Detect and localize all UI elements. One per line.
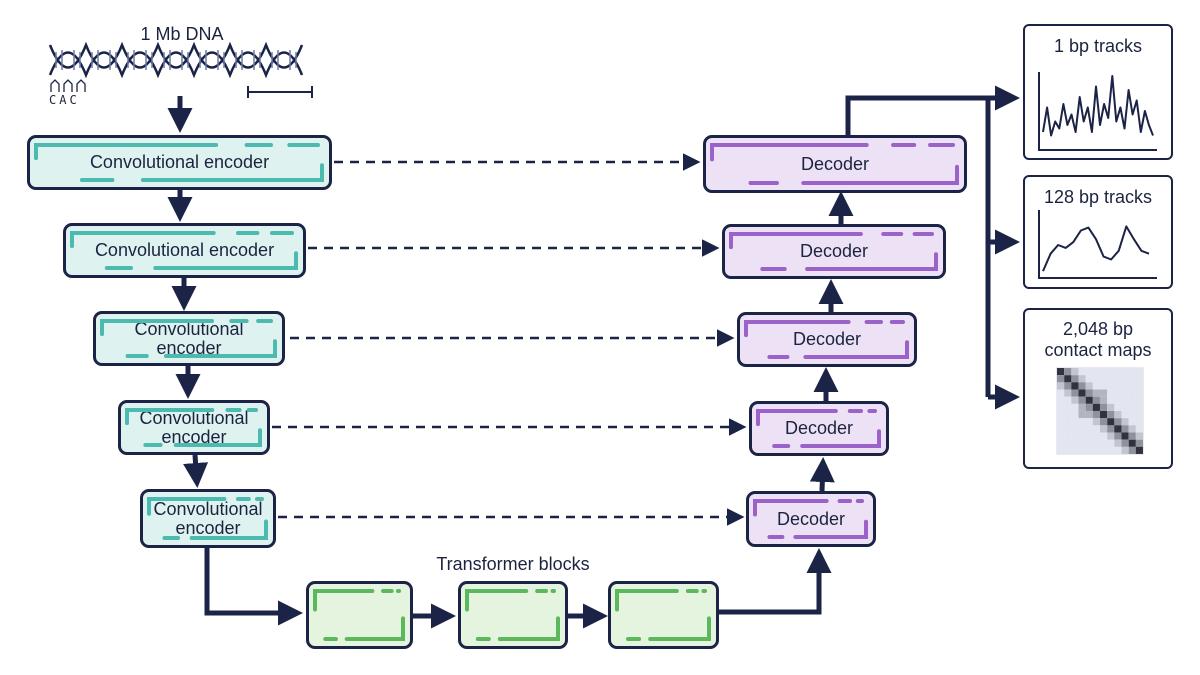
decoder-label: Decoder — [792, 329, 862, 349]
output-128bp-tracks: 128 bp tracks — [1023, 175, 1173, 289]
transformer-block-1 — [306, 581, 413, 649]
decoder-label: Decoder — [799, 241, 869, 261]
dna-label: 1 Mb DNA — [140, 24, 224, 44]
arrow-transformer-to-decoder — [719, 548, 832, 615]
transformer-block-2 — [458, 581, 568, 649]
transformer-block-3 — [608, 581, 719, 649]
output-1bp-tracks: 1 bp tracks — [1023, 24, 1173, 160]
output-title: 1 bp tracks — [1053, 36, 1143, 56]
encoder-label: Convolutional encoder — [94, 240, 275, 260]
decoder-3: Decoder — [737, 312, 917, 367]
convolutional-encoder-2: Convolutional encoder — [63, 223, 306, 278]
decoder-4: Decoder — [749, 401, 889, 456]
output-contact-maps: 2,048 bp contact maps — [1023, 308, 1173, 469]
convolutional-encoder-5: Convolutional encoder — [140, 489, 276, 548]
encoder-label: Convolutional encoder — [139, 407, 249, 447]
arrow-encoder4-to-encoder5 — [183, 454, 209, 488]
dna-helix-icon — [48, 41, 304, 92]
decoder-label: Decoder — [800, 153, 870, 174]
decoder-1: Decoder — [703, 135, 967, 193]
decoder-2: Decoder — [722, 224, 946, 279]
convolutional-encoder-3: Convolutional encoder — [93, 311, 285, 366]
encoder-label: Convolutional encoder — [134, 318, 244, 358]
arrow-encoder-to-transformer — [204, 548, 303, 626]
convolutional-encoder-4: Convolutional encoder — [118, 400, 270, 455]
transformer-label: Transformer blocks — [436, 554, 590, 574]
decoder-label: Decoder — [784, 418, 854, 438]
convolutional-encoder-1: Convolutional encoder — [27, 135, 332, 190]
encoder-label: Convolutional encoder — [89, 152, 270, 172]
arrow-decoder5-to-decoder4 — [809, 457, 835, 492]
arrow-decoder-to-outputs — [845, 85, 1020, 135]
dna-bases: CAC — [49, 93, 80, 107]
decoder-label: Decoder — [776, 508, 846, 529]
encoder-label: Convolutional encoder — [153, 498, 263, 538]
output-title: 128 bp tracks — [1043, 187, 1153, 207]
scale-bar-icon — [247, 86, 313, 98]
output-title: 2,048 bp contact maps — [1044, 319, 1152, 360]
decoder-5: Decoder — [746, 491, 876, 547]
